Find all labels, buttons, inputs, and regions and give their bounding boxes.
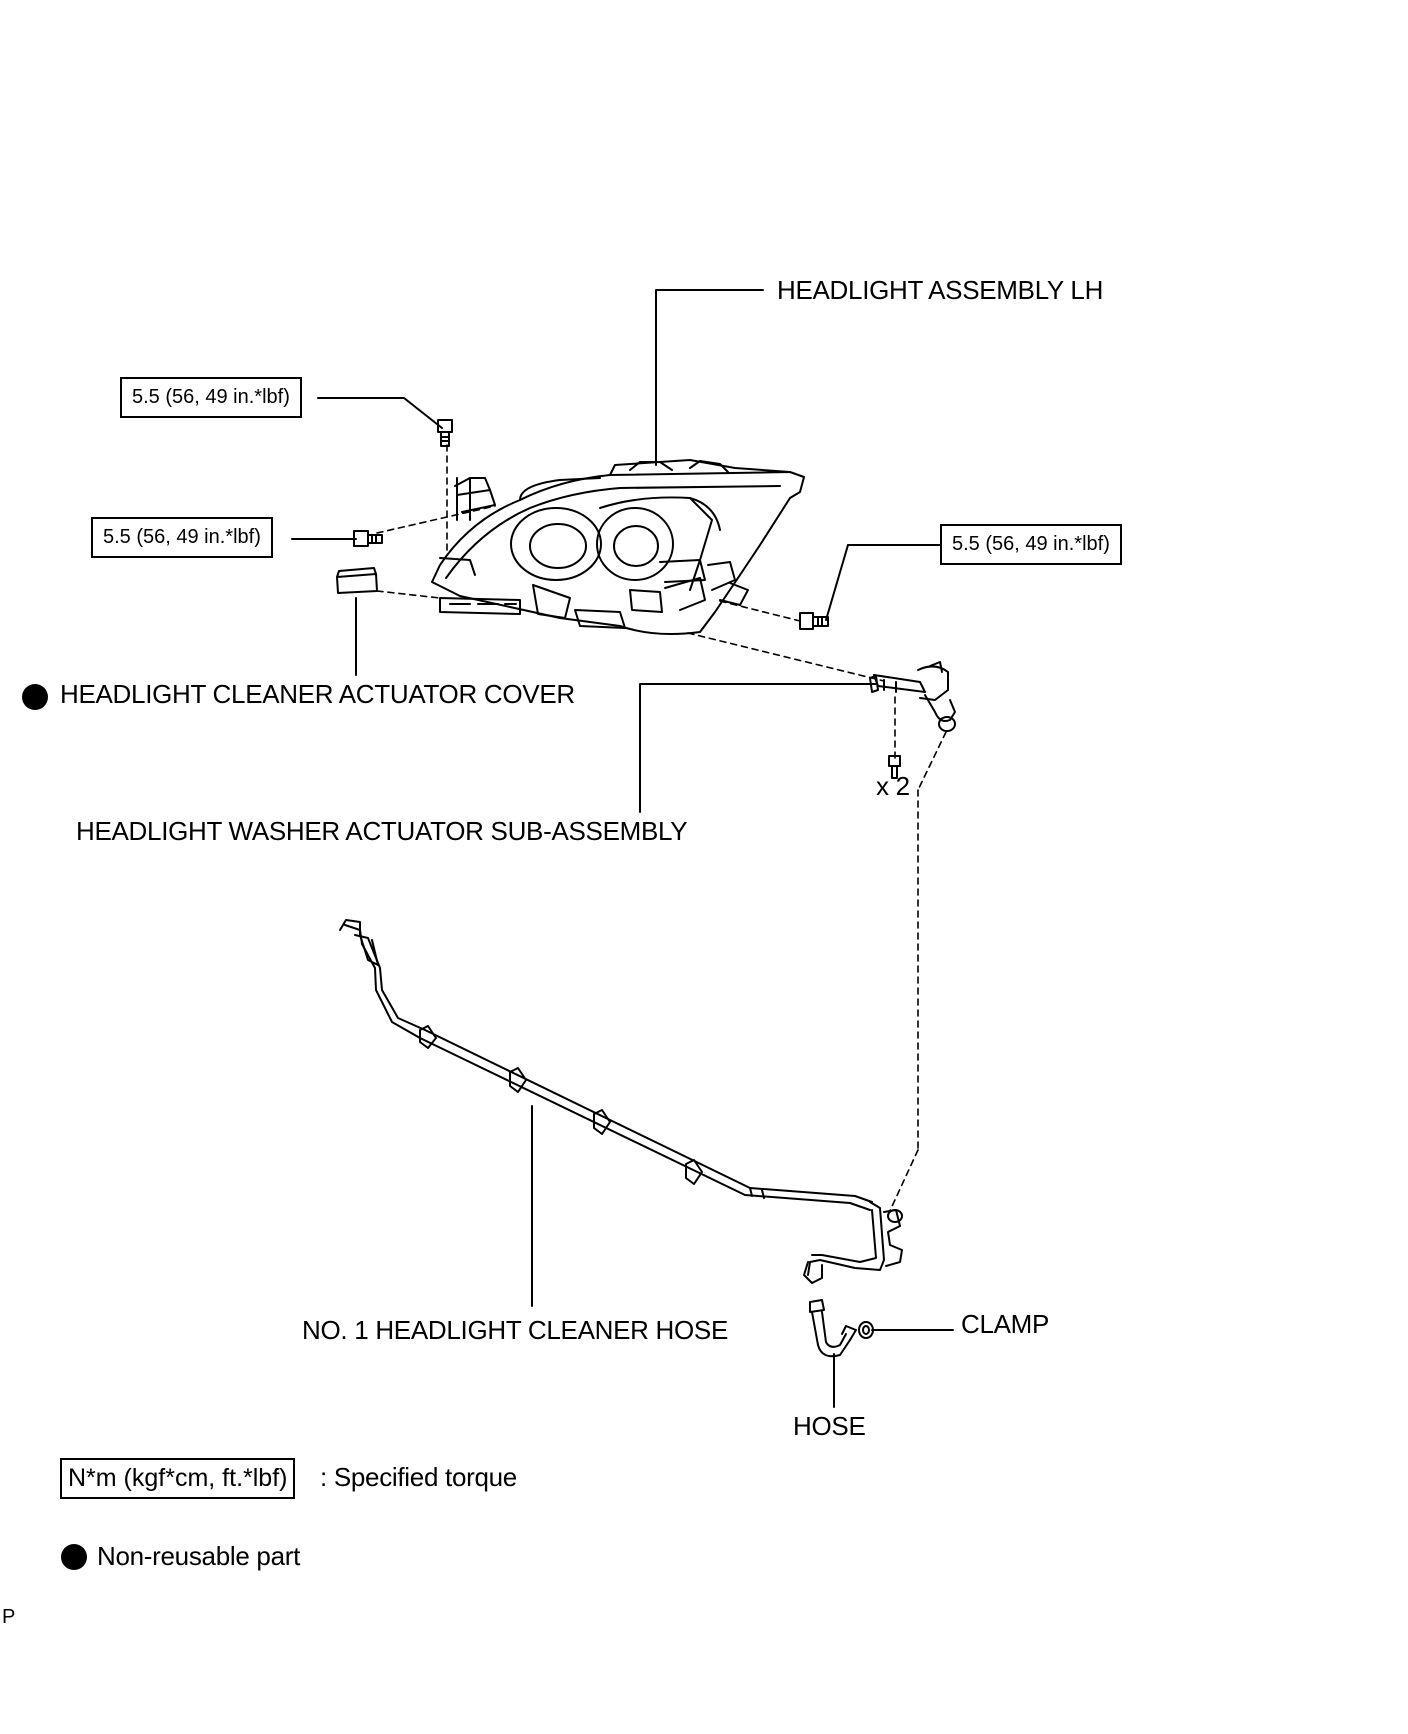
torque-box-top: 5.5 (56, 49 in.*lbf) xyxy=(120,377,302,418)
headlight-assembly-label: HEADLIGHT ASSEMBLY LH xyxy=(777,275,1104,305)
legend-nonreusable-icon xyxy=(61,1544,87,1570)
clamp-label: CLAMP xyxy=(961,1309,1050,1339)
actuator-cover-drawing xyxy=(336,567,378,594)
headlight-assembly-drawing xyxy=(431,459,805,635)
washer-actuator-label: HEADLIGHT WASHER ACTUATOR SUB-ASSEMBLY xyxy=(76,816,688,846)
hose-drawing xyxy=(809,1299,857,1358)
washer-actuator-drawing xyxy=(869,661,956,779)
hose-label: HOSE xyxy=(793,1411,866,1441)
legend-nonreusable-text: Non-reusable part xyxy=(97,1541,301,1571)
clamp-drawing xyxy=(858,1321,874,1339)
legend-torque-box: N*m (kgf*cm, ft.*lbf) xyxy=(60,1458,296,1499)
cleaner-hose-drawing xyxy=(339,919,903,1284)
footer-code: P xyxy=(2,1606,16,1628)
torque-box-left: 5.5 (56, 49 in.*lbf) xyxy=(91,517,273,558)
assembly-lines xyxy=(376,444,947,1216)
bolts xyxy=(353,419,829,630)
legend-torque-text: : Specified torque xyxy=(320,1462,517,1492)
screw-quantity-label: x 2 xyxy=(876,771,910,801)
cleaner-hose-label: NO. 1 HEADLIGHT CLEANER HOSE xyxy=(302,1315,729,1345)
leader-lines xyxy=(291,289,954,1408)
actuator-cover-label: HEADLIGHT CLEANER ACTUATOR COVER xyxy=(60,679,575,709)
torque-box-right: 5.5 (56, 49 in.*lbf) xyxy=(940,524,1122,565)
nonreusable-marker-icon xyxy=(22,684,48,710)
